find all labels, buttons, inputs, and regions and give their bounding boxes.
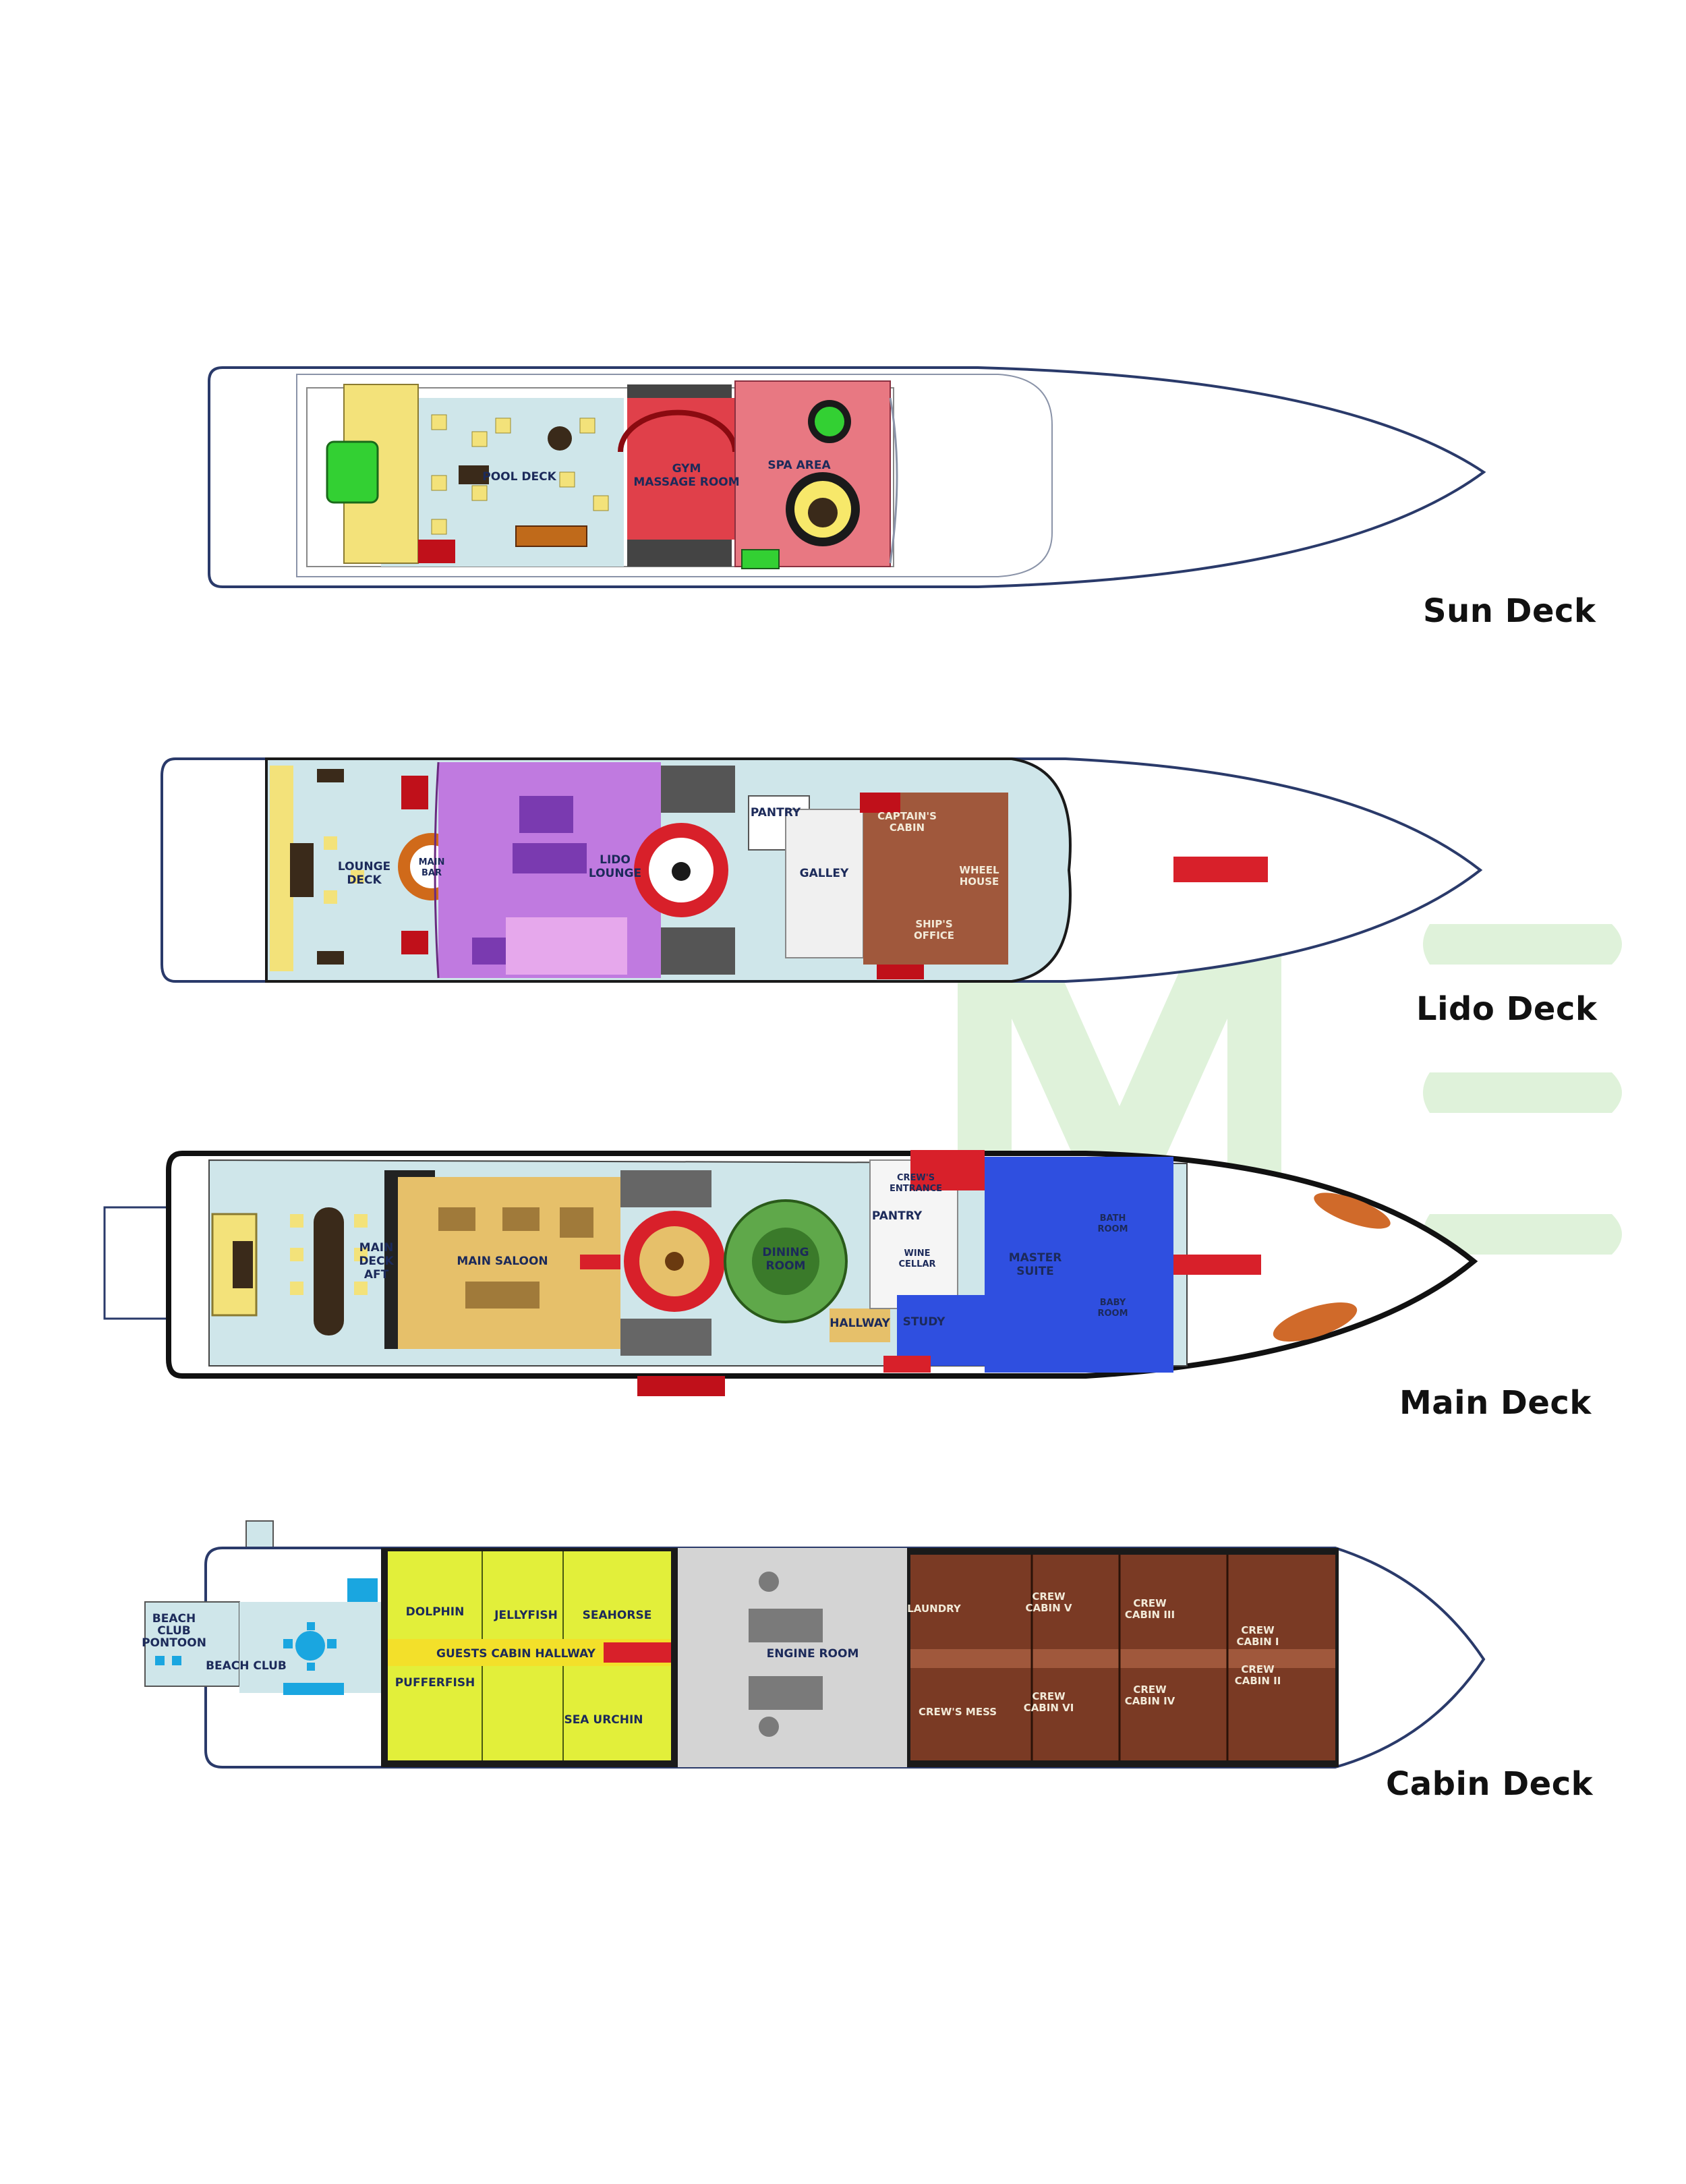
cabin-crew-i-label-1: CREW <box>1241 1624 1275 1636</box>
lido-lounge-deck-label-1: LOUNGE <box>338 860 390 873</box>
main-master-label-2: SUITE <box>1016 1265 1054 1278</box>
lido-lounge-label-1: LIDO <box>600 853 631 867</box>
main-baby-label-2: ROOM <box>1097 1309 1128 1319</box>
main-aft-label-3: AFT <box>364 1268 389 1282</box>
main-crew-entrance-label-2: ENTRANCE <box>890 1184 942 1194</box>
lido-captain-label-2: CABIN <box>890 822 925 834</box>
lido-lounge-label-2: LOUNGE <box>589 867 641 880</box>
lido-main-bar-label-2: BAR <box>422 868 442 878</box>
cabin-crew-iii-label-1: CREW <box>1133 1597 1167 1609</box>
cabin-beach-label-3: PONTOON <box>142 1636 206 1650</box>
lido-deck-label: Lido Deck <box>1416 990 1598 1028</box>
cabin-hallway-label: GUESTS CABIN HALLWAY <box>436 1647 596 1661</box>
main-deck-label: Main Deck <box>1399 1384 1592 1422</box>
lido-pantry-label: PANTRY <box>751 806 801 820</box>
engine-room-area <box>678 1548 907 1767</box>
cabin-crew-ii-label-1: CREW <box>1241 1663 1275 1675</box>
cabin-jellyfish-label: JELLYFISH <box>494 1609 558 1622</box>
main-crew-entrance-label-1: CREW'S <box>897 1173 935 1183</box>
lido-wheelhouse-label-1: WHEEL <box>959 864 999 876</box>
main-aft-label-1: MAIN <box>359 1241 394 1255</box>
main-bath-label-2: ROOM <box>1097 1224 1128 1234</box>
sun-spa-label: SPA AREA <box>767 459 831 472</box>
sun-deck-label: Sun Deck <box>1423 592 1596 630</box>
cabin-engine-label: ENGINE ROOM <box>767 1647 859 1661</box>
main-wine-label-1: WINE <box>904 1248 931 1259</box>
cabin-crew-i-label-2: CABIN I <box>1237 1636 1279 1648</box>
cabin-crew-iv-label-2: CABIN IV <box>1125 1695 1175 1707</box>
cabin-mess-label: CREW'S MESS <box>919 1706 997 1718</box>
cabin-deck-label: Cabin Deck <box>1386 1765 1594 1803</box>
cabin-crew-iv-label-1: CREW <box>1133 1684 1167 1696</box>
main-aft-label-2: DECK <box>359 1255 394 1268</box>
cabin-crew-vi-label-1: CREW <box>1032 1690 1066 1702</box>
lido-main-bar-label-1: MAIN <box>419 857 445 867</box>
cabin-crew-ii-label-2: CABIN II <box>1235 1675 1281 1687</box>
cabin-beach-club-label: BEACH CLUB <box>206 1659 287 1673</box>
main-master-label-1: MASTER <box>1009 1251 1062 1265</box>
cabin-beach-label-1: BEACH <box>152 1612 196 1626</box>
sun-pool-deck-label: POOL DECK <box>482 470 556 484</box>
cabin-laundry-label: LAUNDRY <box>907 1603 962 1615</box>
lido-galley-label: GALLEY <box>800 867 849 880</box>
cabin-crew-iii-label-2: CABIN III <box>1125 1609 1175 1621</box>
cabin-pufferfish-label: PUFFERFISH <box>395 1676 475 1690</box>
master-suite-area <box>985 1157 1173 1373</box>
lido-lounge-deck-label-2: DECK <box>347 873 382 887</box>
cabin-crew-vi-label-2: CABIN VI <box>1024 1702 1074 1714</box>
lido-captain-label-1: CAPTAIN'S <box>877 810 937 822</box>
main-dining-label-2: ROOM <box>766 1259 806 1273</box>
lido-office-label-1: SHIP'S <box>915 918 952 930</box>
cabin-sea-urchin-label: SEA URCHIN <box>564 1713 643 1727</box>
jacuzzi-green <box>326 440 379 504</box>
main-dining-label-1: DINING <box>762 1246 809 1259</box>
main-pantry-label: PANTRY <box>872 1209 923 1223</box>
main-study-label: STUDY <box>903 1315 946 1329</box>
sun-gym-label: GYM <box>672 462 701 476</box>
cabin-seahorse-label: SEAHORSE <box>583 1609 652 1622</box>
cabin-crew-v-label-1: CREW <box>1032 1590 1066 1603</box>
lido-office-label-2: OFFICE <box>914 929 954 942</box>
lido-wheelhouse-label-2: HOUSE <box>960 875 999 888</box>
main-wine-label-2: CELLAR <box>898 1259 935 1269</box>
cabin-beach-label-2: CLUB <box>157 1624 190 1638</box>
cabin-dolphin-label: DOLPHIN <box>406 1605 465 1619</box>
sun-massage-label: MASSAGE ROOM <box>633 476 739 489</box>
main-baby-label-1: BABY <box>1100 1298 1126 1308</box>
main-saloon-label: MAIN SALOON <box>457 1255 548 1268</box>
wheelhouse-area <box>863 793 1008 965</box>
cabin-crew-v-label-2: CABIN V <box>1025 1602 1072 1614</box>
main-hallway-label: HALLWAY <box>830 1317 890 1330</box>
main-bath-label-1: BATH <box>1100 1213 1126 1224</box>
